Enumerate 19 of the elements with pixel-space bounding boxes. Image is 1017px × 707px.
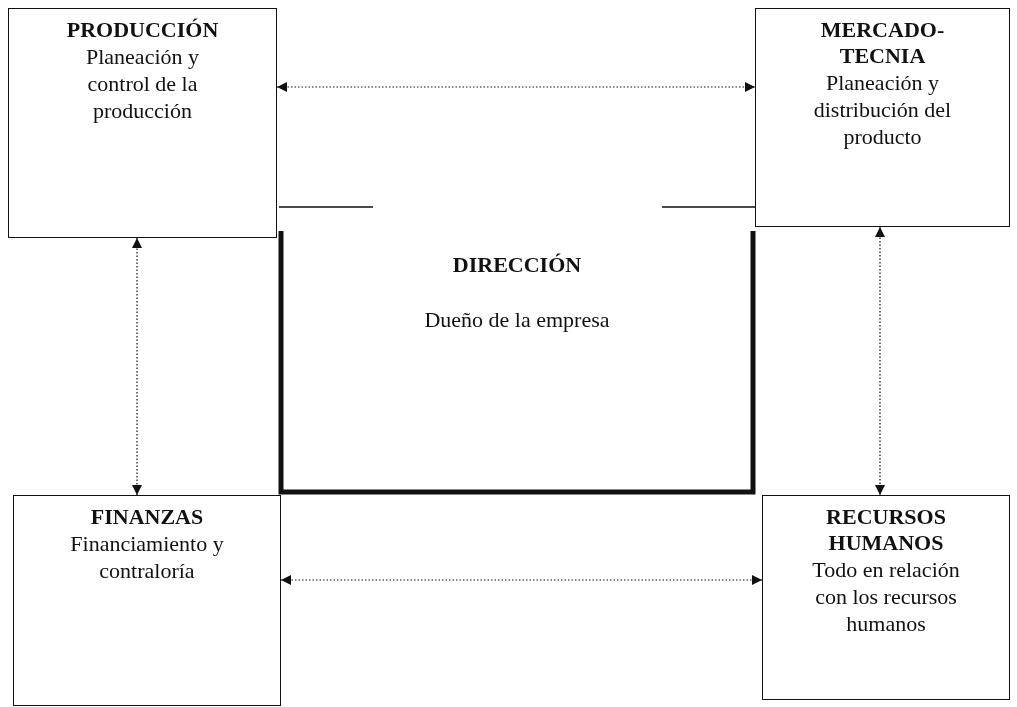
dotted-double-arrow bbox=[132, 237, 142, 496]
department-box bbox=[8, 8, 277, 238]
department-box bbox=[755, 8, 1010, 227]
department-description: Financiamiento y contraloría bbox=[69, 530, 225, 584]
department-description: Planeación y control de la producción bbox=[85, 43, 200, 124]
department-description: Todo en relación con los recursos humanos bbox=[811, 556, 961, 637]
department-box bbox=[13, 495, 281, 706]
dotted-double-arrow bbox=[280, 575, 763, 585]
department-description: Planeación y distribución del producto bbox=[812, 69, 953, 150]
department-title: DIRECCIÓN bbox=[452, 252, 582, 278]
department-description: Dueño de la empresa bbox=[424, 306, 610, 333]
dotted-double-arrow bbox=[875, 226, 885, 496]
director-frame bbox=[277, 207, 757, 495]
department-title: MERCADO- TECNIA bbox=[819, 17, 946, 69]
department-title: PRODUCCIÓN bbox=[66, 17, 219, 43]
department-box bbox=[762, 495, 1010, 700]
department-title: RECURSOS HUMANOS bbox=[825, 504, 947, 556]
dotted-double-arrow bbox=[276, 82, 756, 92]
department-title: FINANZAS bbox=[90, 504, 204, 530]
